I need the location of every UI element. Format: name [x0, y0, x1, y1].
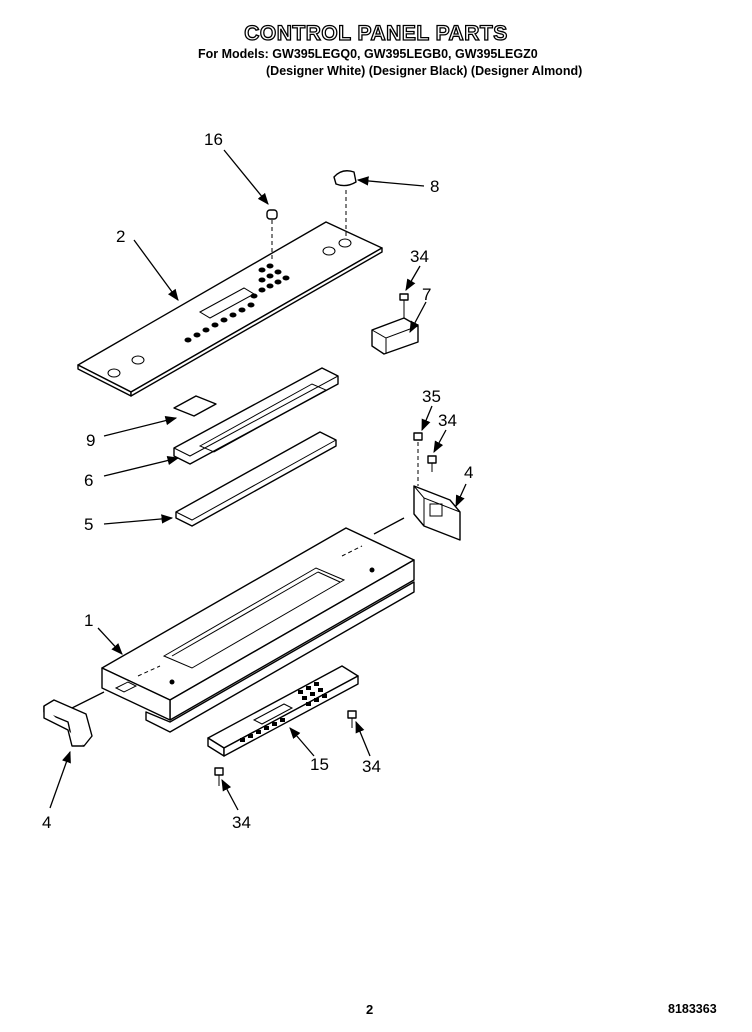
callout-7: 7: [422, 285, 431, 304]
screw-part: [347, 710, 357, 728]
callout-6: 6: [84, 471, 93, 490]
console-housing-part: [71, 517, 415, 733]
callout-2: 2: [116, 227, 125, 246]
callout-1: 1: [84, 611, 93, 630]
frame-overlay-part: [173, 367, 339, 465]
color-list: (Designer White) (Designer Black) (Desig…: [266, 64, 583, 78]
callout-4: 4: [42, 813, 51, 832]
end-cap-part: [43, 699, 93, 747]
gasket-part: [175, 431, 337, 527]
leader-lines: [49, 149, 467, 811]
callout-16: 16: [204, 130, 223, 149]
callout-4: 4: [464, 463, 473, 482]
callout-34: 34: [232, 813, 251, 832]
push-button-part: [266, 209, 278, 262]
document-number: 8183363: [668, 1002, 717, 1016]
page-title: CONTROL PANEL PARTS: [244, 21, 508, 45]
callout-34: 34: [410, 247, 429, 266]
callout-5: 5: [84, 515, 93, 534]
end-cap-part: [413, 485, 461, 541]
callout-15: 15: [310, 755, 329, 774]
bracket-part: [371, 317, 419, 355]
callout-34: 34: [438, 411, 457, 430]
control-board-part: [207, 665, 359, 757]
screw-part: [399, 293, 409, 318]
screw-part: [214, 767, 224, 786]
screw-part: [427, 455, 437, 472]
callout-34: 34: [362, 757, 381, 776]
callout-8: 8: [430, 177, 439, 196]
page-number: 2: [366, 1002, 374, 1017]
callout-9: 9: [86, 431, 95, 450]
callout-labels: 16 8 2 34 7 35 34 9 4 6 5 1 15 34 4 34: [42, 130, 473, 832]
control-panel-overlay-part: [77, 221, 383, 397]
knob-part: [333, 170, 357, 238]
label-insert-part: [173, 395, 217, 417]
screw-part: [413, 432, 423, 486]
callout-35: 35: [422, 387, 441, 406]
model-list: For Models: GW395LEGQ0, GW395LEGB0, GW39…: [198, 47, 538, 61]
